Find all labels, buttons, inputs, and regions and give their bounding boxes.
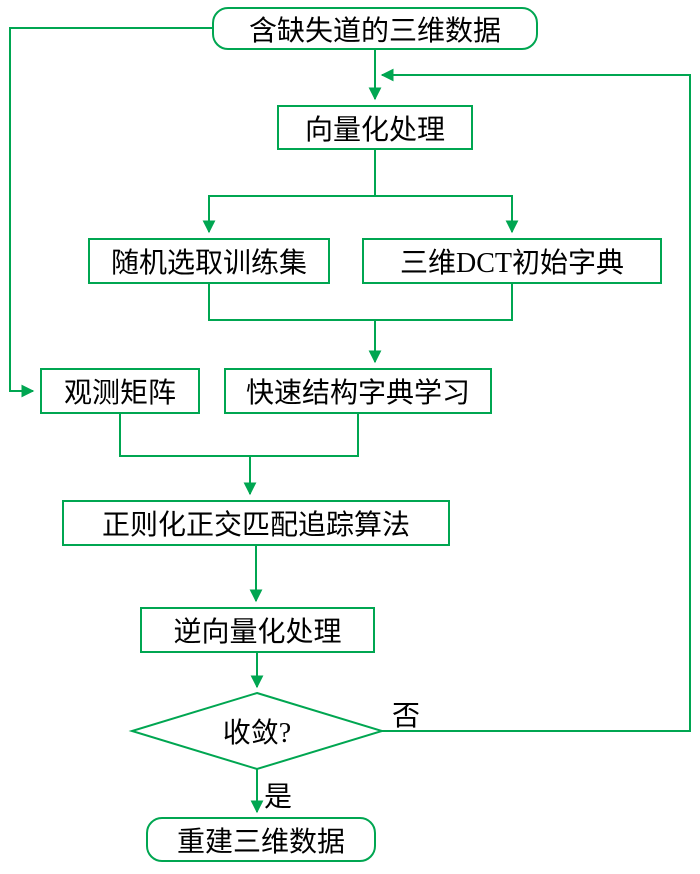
edge-label-yes: 是	[264, 782, 293, 813]
node-fast-dictionary-learning: 快速结构字典学习	[224, 368, 492, 414]
edge-label-no: 否	[392, 701, 421, 732]
node-vectorization: 向量化处理	[277, 105, 473, 150]
edge-obs-learn-merge	[119, 414, 359, 457]
node-romp-algorithm: 正则化正交匹配追踪算法	[62, 500, 450, 546]
node-input-data: 含缺失道的三维数据	[212, 7, 538, 50]
edge-converge-feedback	[380, 68, 691, 732]
node-dct-initial-dictionary: 三维DCT初始字典	[362, 238, 662, 284]
node-reconstructed-data: 重建三维数据	[146, 817, 376, 862]
converge-diamond-shape	[128, 691, 386, 771]
edge-train-dct-merge	[208, 284, 513, 321]
edge-input-to-obs-matrix	[9, 27, 213, 398]
node-random-train-set: 随机选取训练集	[88, 238, 330, 284]
node-converge-decision: 收敛?	[222, 718, 292, 749]
node-inverse-vectorization: 逆向量化处理	[140, 607, 375, 653]
edge-split-to-train	[202, 195, 375, 234]
edge-split-to-dct	[375, 195, 519, 234]
node-observation-matrix: 观测矩阵	[40, 368, 200, 414]
